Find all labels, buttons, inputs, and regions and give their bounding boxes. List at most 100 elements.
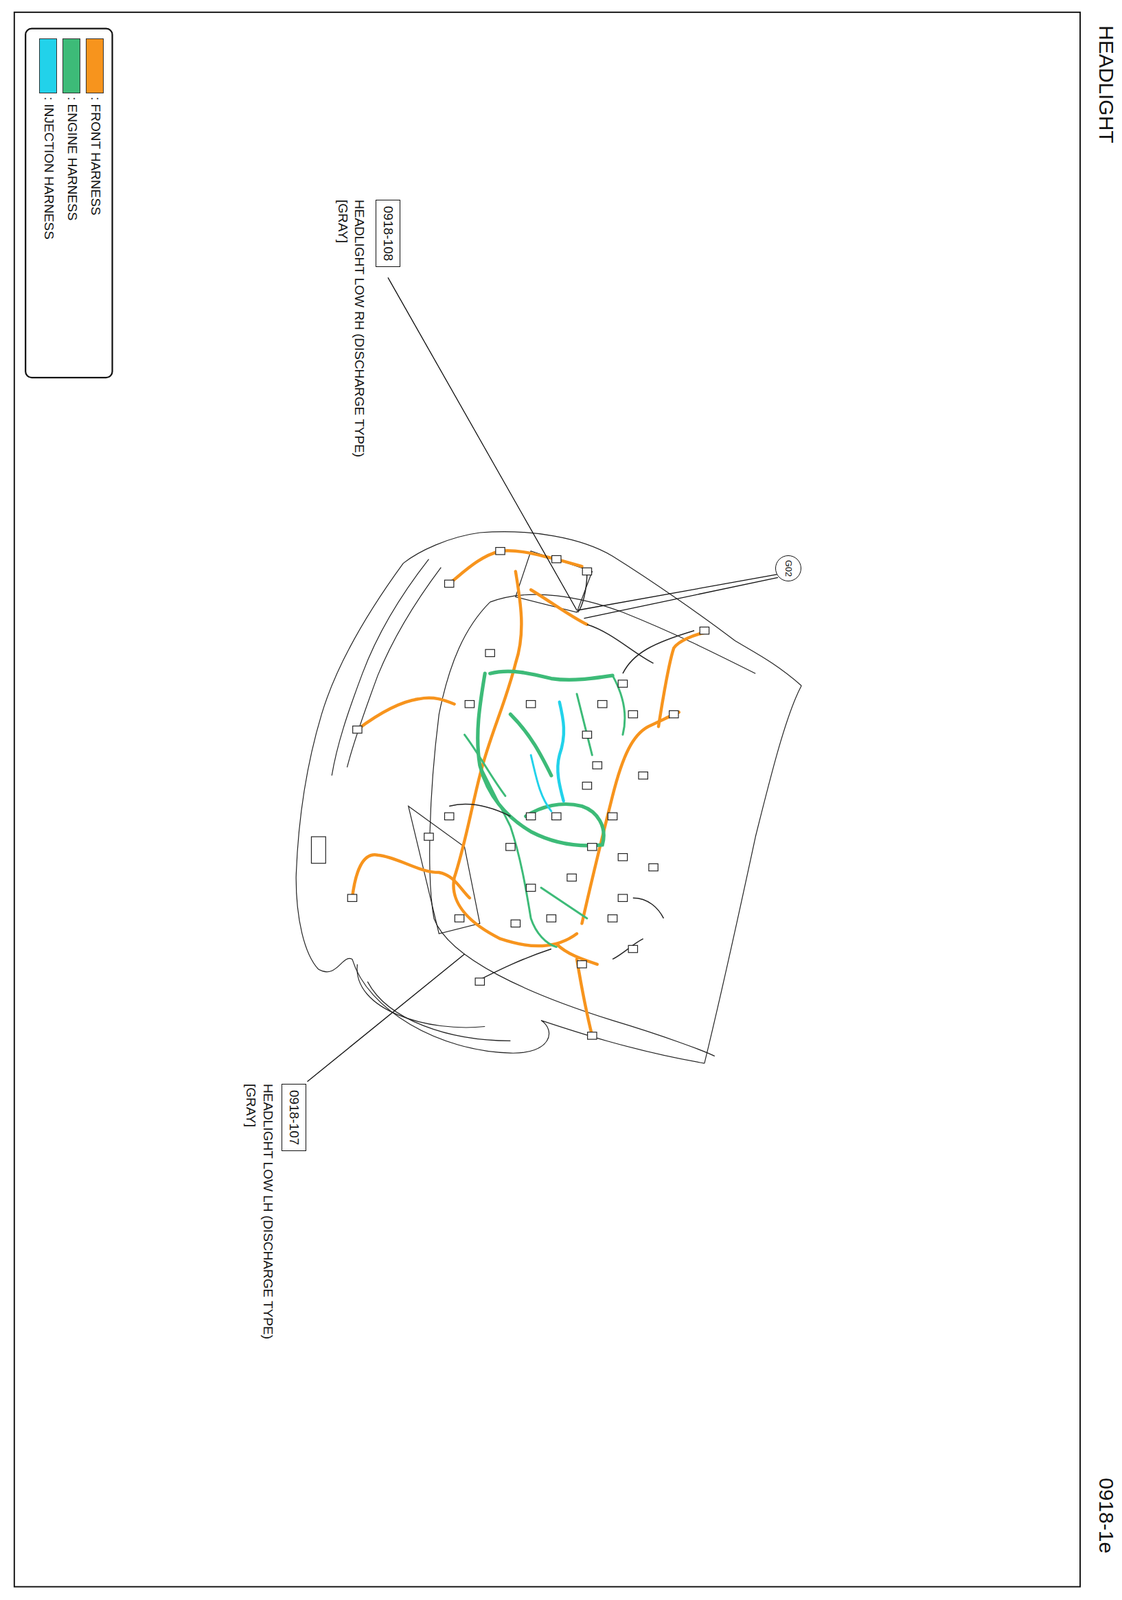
connector-group <box>347 547 709 1041</box>
wire <box>622 631 695 674</box>
harness-connector <box>607 915 617 923</box>
page-title: HEADLIGHT <box>1095 25 1118 144</box>
harness-connector <box>475 978 485 986</box>
harness-connector <box>607 813 617 820</box>
legend-text-wrap: : INJECTION HARNESS <box>41 96 57 240</box>
harness-wire <box>530 589 588 625</box>
engine-harness <box>464 671 625 947</box>
connector-code-box: 0918-107 <box>281 1084 307 1152</box>
body-outline <box>295 532 802 971</box>
harness-connector <box>444 813 454 820</box>
legend-swatch <box>62 38 81 94</box>
legend-text: : INJECTION HARNESS <box>41 96 57 240</box>
legend-text-wrap: : FRONT HARNESS <box>87 96 103 216</box>
wire <box>633 898 664 919</box>
harness-wire <box>530 755 552 812</box>
harness-connector <box>582 782 592 789</box>
wheel-arch <box>367 981 511 1041</box>
harness-connector <box>495 547 505 555</box>
harness-connector <box>525 813 535 820</box>
wire <box>587 624 654 664</box>
harness-wire <box>576 959 592 1036</box>
label-wrap: [GRAY] <box>335 199 351 244</box>
leader-line <box>387 277 577 611</box>
leader-lines <box>307 277 778 1082</box>
body-outline <box>318 958 705 1064</box>
harness-connector <box>617 854 627 862</box>
legend-swatch <box>85 38 104 94</box>
node-text: 0918-108 <box>381 205 396 261</box>
harness-connector <box>699 627 709 635</box>
connector-label: HEADLIGHT LOW LH (DISCHARGE TYPE) <box>260 1084 276 1340</box>
harness-wire <box>464 734 505 796</box>
harness-connector <box>582 731 592 739</box>
wire <box>612 939 644 960</box>
connector-label: [GRAY] <box>335 199 351 244</box>
harness-connector <box>587 1032 597 1040</box>
harness-connector <box>525 884 535 892</box>
harness-wire <box>479 765 557 948</box>
harness-connector <box>552 813 561 820</box>
harness-connector <box>592 762 602 770</box>
harness-connector <box>347 894 357 902</box>
wire <box>479 949 552 981</box>
engine-bay-edge <box>429 602 715 1057</box>
harness-connector <box>510 920 520 927</box>
harness-connector <box>546 915 556 923</box>
harness-wire <box>541 887 588 919</box>
front-harness <box>352 550 705 1037</box>
harness-connector <box>587 843 597 851</box>
harness-connector <box>617 680 627 688</box>
node-text: G02 <box>783 560 794 578</box>
node-text: 0918-107 <box>287 1090 302 1146</box>
title-wrap: HEADLIGHT <box>1094 25 1118 144</box>
harness-connector <box>598 701 608 708</box>
label-wrap: [GRAY] <box>243 1084 259 1128</box>
harness-connector <box>444 580 454 588</box>
harness-connector <box>552 555 561 563</box>
harness-connector <box>506 843 515 851</box>
harness-wire <box>658 633 705 728</box>
harness-connector <box>424 833 434 841</box>
harness-wire <box>477 673 604 846</box>
harness-connector <box>617 894 627 902</box>
wire <box>578 571 588 613</box>
harness-connector <box>669 710 679 718</box>
other-wires <box>449 571 695 981</box>
label-wrap: 0918-1e <box>1094 1478 1118 1554</box>
harness-wire <box>490 671 613 680</box>
harness-connector <box>582 567 592 575</box>
wire <box>449 804 511 818</box>
ground-point: G02 <box>775 555 802 582</box>
harness-wire <box>510 714 551 776</box>
injection-harness <box>530 702 564 812</box>
harness-wire <box>557 702 564 802</box>
connector-label: [GRAY] <box>243 1084 259 1128</box>
harness-connector <box>454 915 464 923</box>
legend-text-wrap: : ENGINE HARNESS <box>64 96 80 222</box>
harness-wire <box>352 854 470 899</box>
harness-connector <box>648 863 658 871</box>
harness-wire <box>357 698 454 730</box>
harness-connector <box>567 874 577 881</box>
grille-line <box>347 567 442 768</box>
engine-bay-edge <box>490 594 757 674</box>
grille-line <box>331 559 429 776</box>
harness-connector <box>638 772 648 780</box>
harness-wire <box>556 944 597 965</box>
marker-lamp <box>311 837 326 864</box>
label-wrap: HEADLIGHT LOW LH (DISCHARGE TYPE) <box>260 1084 276 1340</box>
harness-connector <box>577 961 587 969</box>
leader-line <box>583 577 778 618</box>
harness-connector <box>352 726 362 734</box>
car-body <box>295 532 802 1064</box>
cowl-line <box>704 685 802 1064</box>
leader-line <box>307 954 465 1083</box>
connector-code-box: 0918-108 <box>375 199 401 268</box>
wheel-arch <box>357 964 485 1028</box>
harness-wire <box>576 694 592 756</box>
harness-wire <box>453 571 577 947</box>
